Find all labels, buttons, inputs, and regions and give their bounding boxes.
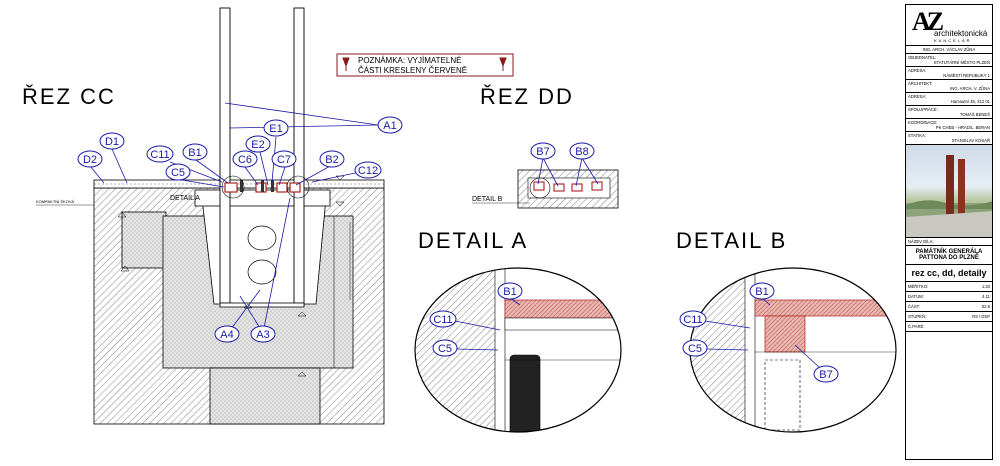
fill-material-label: KOMPAKTNÍ ŠKOVÁ bbox=[36, 199, 74, 204]
svg-text:A1: A1 bbox=[383, 120, 396, 132]
callout-bubble: C11 bbox=[679, 310, 707, 328]
glass-icon bbox=[342, 57, 350, 71]
tb-row-architect-address: ADRESA:Hamoutní 45, 312 01 bbox=[906, 94, 992, 106]
logo-mark: AZ bbox=[912, 7, 944, 36]
svg-text:D2: D2 bbox=[83, 154, 97, 166]
callout-bubble: C7 bbox=[271, 150, 297, 168]
callout-bubble: C11 bbox=[146, 145, 174, 163]
svg-text:A3: A3 bbox=[256, 329, 269, 341]
callout-bubble: B8 bbox=[569, 142, 595, 160]
callout-leaders-dd bbox=[537, 157, 599, 187]
callout-bubble: D1 bbox=[99, 132, 125, 150]
title-detail-b: DETAIL B bbox=[676, 228, 787, 253]
firm-subtitle: KANCELÁŘ bbox=[934, 38, 972, 43]
callout-bubble: B1 bbox=[749, 282, 775, 300]
drawing-name: rez cc, dd, detaily bbox=[906, 265, 992, 282]
detail-b-reference: DETAIL B bbox=[472, 196, 503, 203]
svg-text:E1: E1 bbox=[269, 123, 282, 135]
project-name-label: NÁZEV DÍLA: bbox=[906, 238, 992, 246]
tb-part: ČÁST:02.6 bbox=[906, 302, 992, 312]
firm-logo: AZ architektonická KANCELÁŘ bbox=[906, 5, 992, 46]
callout-bubble: B2 bbox=[319, 150, 345, 168]
svg-text:C7: C7 bbox=[277, 154, 291, 166]
tb-copies: Č.PARÉ: bbox=[906, 322, 992, 332]
svg-text:D1: D1 bbox=[105, 136, 119, 148]
section-rez-cc: DETAIL A KOMPAKTNÍ ŠKOVÁ bbox=[36, 7, 385, 425]
callout-bubble: C5 bbox=[432, 339, 458, 357]
technical-drawing: ŘEZ CC ŘEZ DD DETAIL A DETAIL B POZNÁMKA… bbox=[22, 7, 897, 433]
svg-text:C5: C5 bbox=[171, 167, 185, 179]
project-name: PAMÁTNÍK GENERÁLA PATTONA DO PLZNĚ bbox=[906, 246, 992, 265]
tb-row-client-address: ADRESA:NÁMĚSTÍ REPUBLIKY 1 bbox=[906, 68, 992, 80]
detail-b bbox=[689, 267, 897, 433]
callouts-cc: A1 D1 D2 C11 C5 B1 C6 E2 E1 C7 B2 C12 A4… bbox=[77, 116, 403, 343]
title-detail-a: DETAIL A bbox=[418, 228, 528, 253]
callout-bubble: B7 bbox=[530, 142, 556, 160]
glass-icon bbox=[499, 57, 507, 71]
tb-row-statics: STATIKA:STANISLAV KOSAŘ bbox=[906, 133, 992, 145]
callout-bubble: B1 bbox=[182, 143, 208, 161]
svg-text:C11: C11 bbox=[433, 314, 452, 326]
svg-text:B7: B7 bbox=[536, 146, 549, 158]
callout-bubble: C5 bbox=[682, 339, 708, 357]
callout-bubble: B7 bbox=[813, 365, 839, 383]
callouts-detail-b: B1 C11 C5 B7 bbox=[679, 282, 839, 383]
tb-row-cooperation: SPOLUPRÁCE:TOMÁŠ BENEŠ bbox=[906, 107, 992, 119]
callout-bubble: C11 bbox=[429, 310, 457, 328]
title-rez-dd: ŘEZ DD bbox=[480, 84, 574, 109]
svg-text:B2: B2 bbox=[325, 154, 338, 166]
section-rez-dd: DETAIL B bbox=[472, 169, 619, 209]
callout-bubble: C6 bbox=[232, 150, 258, 168]
svg-text:C11: C11 bbox=[150, 149, 169, 161]
note-line-2: ČÁSTI KRESLENY ČERVENĚ bbox=[358, 66, 467, 75]
callout-bubble: D2 bbox=[77, 150, 103, 168]
tb-scale: MĚŘÍTKO:1:20 bbox=[906, 282, 992, 292]
svg-text:B8: B8 bbox=[575, 146, 588, 158]
callouts-dd: B7 B8 bbox=[530, 142, 595, 160]
svg-text:E2: E2 bbox=[251, 139, 264, 151]
svg-text:C11: C11 bbox=[683, 314, 702, 326]
callout-bubble: E2 bbox=[245, 135, 271, 153]
tb-row-architect: ARCHITEKT:ING. ARCH. V. ZŮNA bbox=[906, 81, 992, 93]
callout-bubble: B1 bbox=[497, 282, 523, 300]
tb-stage: STUPEŇ:RS / DSP bbox=[906, 312, 992, 322]
callout-bubble: A4 bbox=[214, 325, 240, 343]
monument-visualization bbox=[906, 145, 992, 238]
architect-head: ING. ARCH. VÁCLAV ZŮNA bbox=[906, 46, 992, 54]
callout-bubble: C12 bbox=[354, 161, 382, 179]
firm-name: architektonická bbox=[934, 29, 988, 38]
callouts-detail-a: B1 C11 C5 bbox=[429, 282, 523, 357]
svg-text:C5: C5 bbox=[688, 343, 702, 355]
callout-bubble: C5 bbox=[165, 163, 191, 181]
callout-bubble: A1 bbox=[377, 116, 403, 134]
svg-text:B1: B1 bbox=[188, 147, 201, 159]
svg-text:C12: C12 bbox=[358, 165, 378, 177]
svg-text:B1: B1 bbox=[503, 286, 516, 298]
tb-date: DATUM:4.11 bbox=[906, 292, 992, 302]
callout-bubble: E1 bbox=[263, 119, 289, 137]
svg-text:B1: B1 bbox=[755, 286, 768, 298]
callout-leaders-detail-b bbox=[704, 297, 821, 369]
title-rez-cc: ŘEZ CC bbox=[22, 84, 116, 109]
callout-bubble: A3 bbox=[250, 325, 276, 343]
note-line-1: POZNÁMKA: VYJÍMATELNÉ bbox=[358, 56, 461, 65]
title-block: AZ architektonická KANCELÁŘ ING. ARCH. V… bbox=[905, 4, 993, 460]
svg-text:A4: A4 bbox=[220, 329, 233, 341]
svg-text:B7: B7 bbox=[819, 369, 832, 381]
svg-text:C5: C5 bbox=[438, 343, 452, 355]
tb-row-client: OBJEDNATEL:STATUTÁRNÍ MĚSTO PLZEŇ bbox=[906, 55, 992, 67]
tb-row-coordination: KOORDINACE:PK CHEB - HRAD/L. BERAN bbox=[906, 120, 992, 132]
svg-text:C6: C6 bbox=[238, 154, 252, 166]
note-box: POZNÁMKA: VYJÍMATELNÉ ČÁSTI KRESLENY ČER… bbox=[336, 53, 514, 77]
detail-a-reference: DETAIL A bbox=[170, 195, 200, 202]
